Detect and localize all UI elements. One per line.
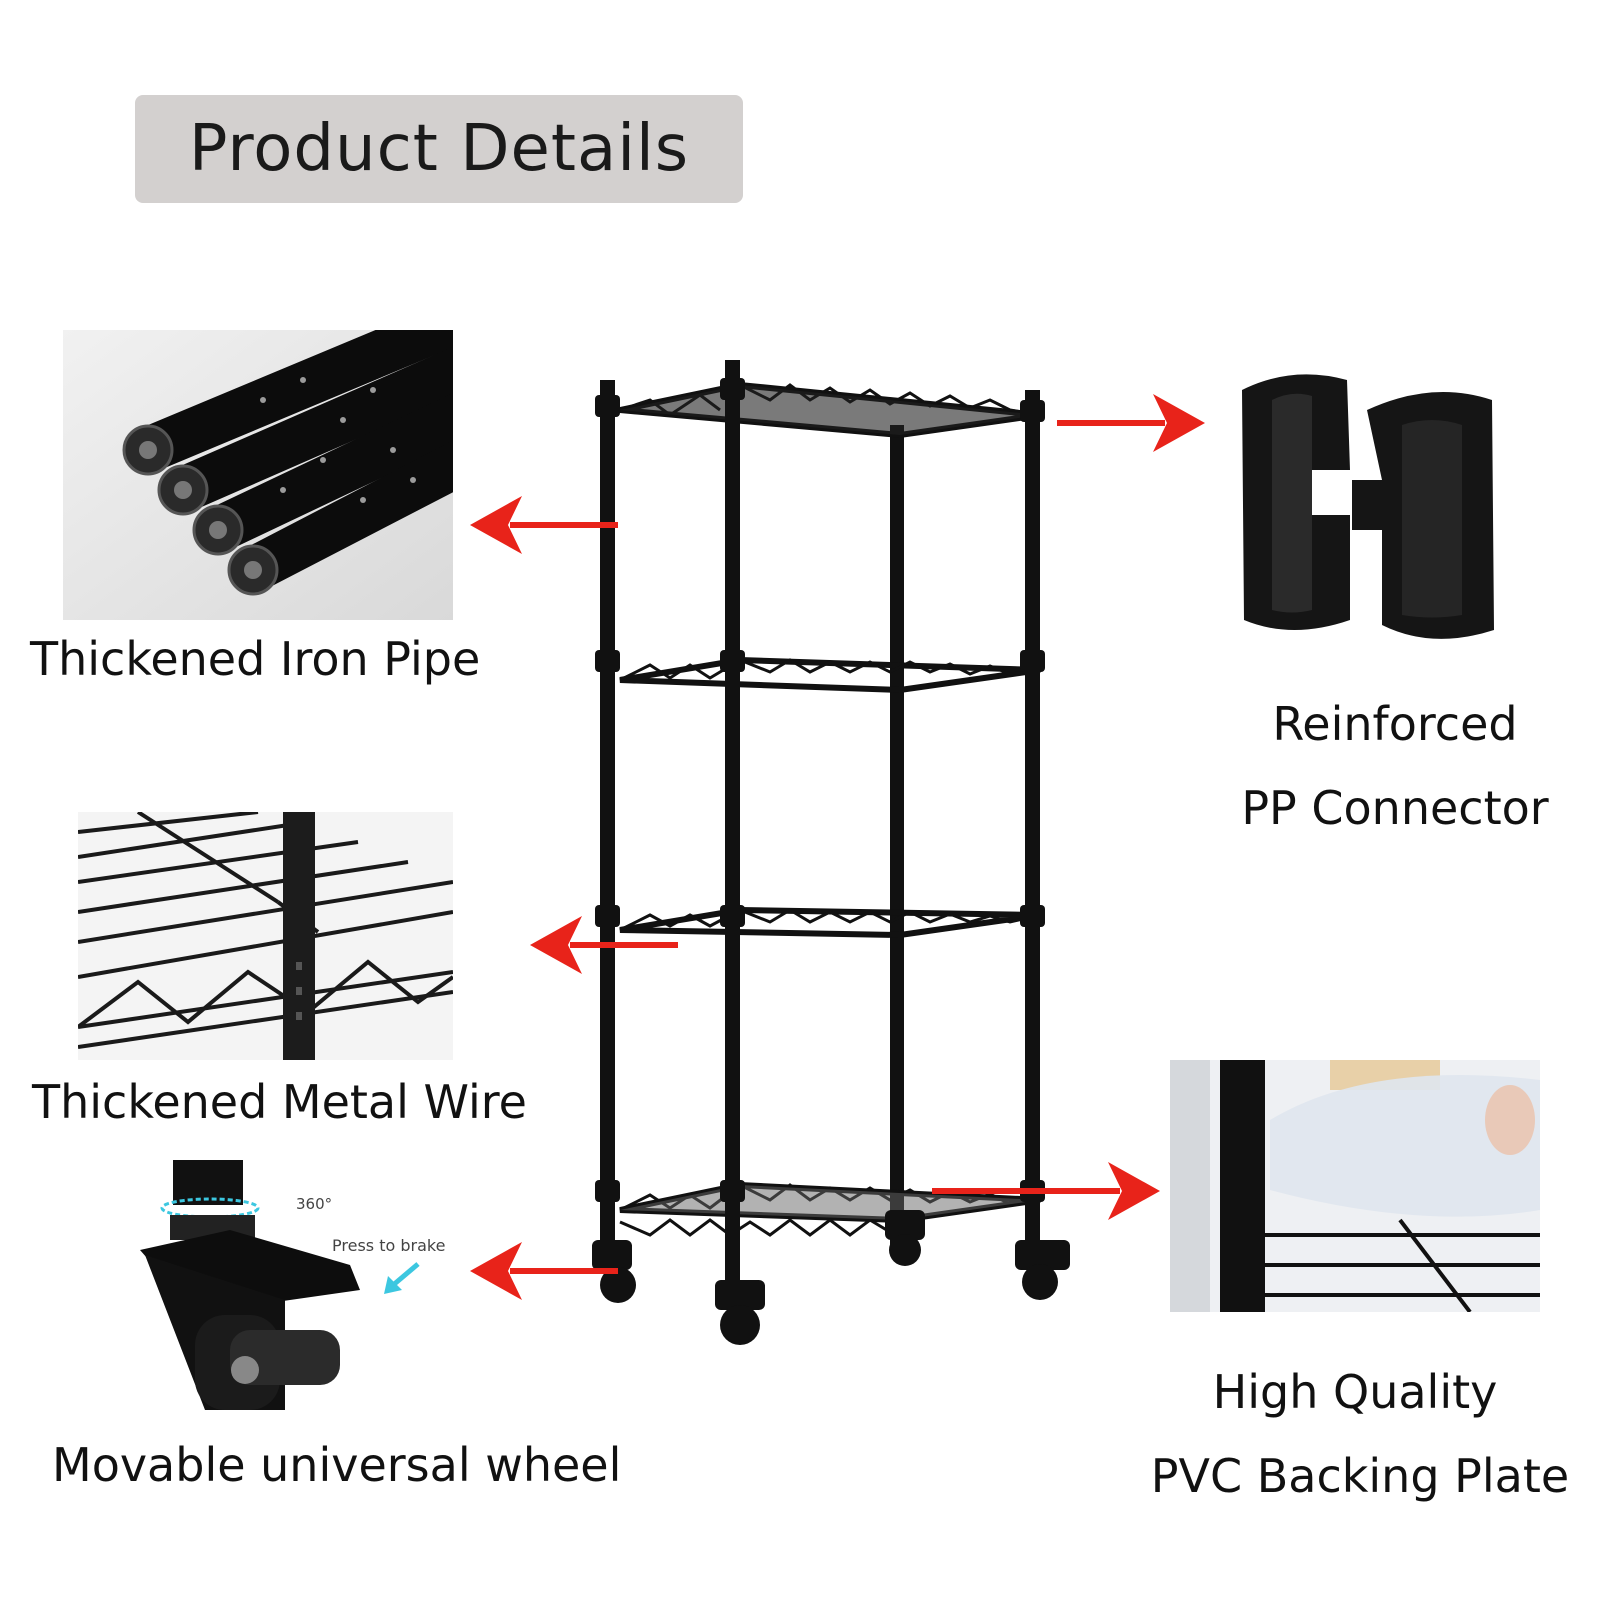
arrow-to-wheel-icon — [470, 1242, 618, 1300]
connector-label-line2: PP Connector — [1241, 781, 1549, 835]
metal-wire-label: Thickened Metal Wire — [32, 1075, 527, 1129]
arrow-to-iron-pipe-icon — [470, 496, 618, 554]
backing-label-line1: High Quality — [1212, 1365, 1498, 1419]
iron-pipe-label: Thickened Iron Pipe — [30, 632, 481, 686]
arrow-to-metal-wire-icon — [530, 916, 678, 974]
wheel-label: Movable universal wheel — [52, 1438, 622, 1492]
pvc-backing-photo — [1170, 1060, 1540, 1312]
arrow-to-connector-icon — [1057, 394, 1205, 452]
connector-label-line1: Reinforced — [1272, 697, 1518, 751]
pp-connector-photo — [1232, 370, 1562, 640]
iron-pipe-photo — [63, 330, 453, 620]
rotation-callout: 360° — [296, 1195, 333, 1213]
brake-callout: Press to brake — [332, 1236, 446, 1255]
metal-wire-photo — [78, 812, 453, 1060]
shelf-rack-illustration — [590, 360, 1090, 1360]
brake-arrow-icon — [380, 1262, 420, 1300]
page-title: Product Details — [188, 112, 690, 186]
wheel-photo — [135, 1160, 453, 1430]
arrow-to-backing-plate-icon — [932, 1162, 1160, 1220]
page-title-box: Product Details — [135, 95, 743, 203]
backing-label-line2: PVC Backing Plate — [1150, 1449, 1570, 1503]
